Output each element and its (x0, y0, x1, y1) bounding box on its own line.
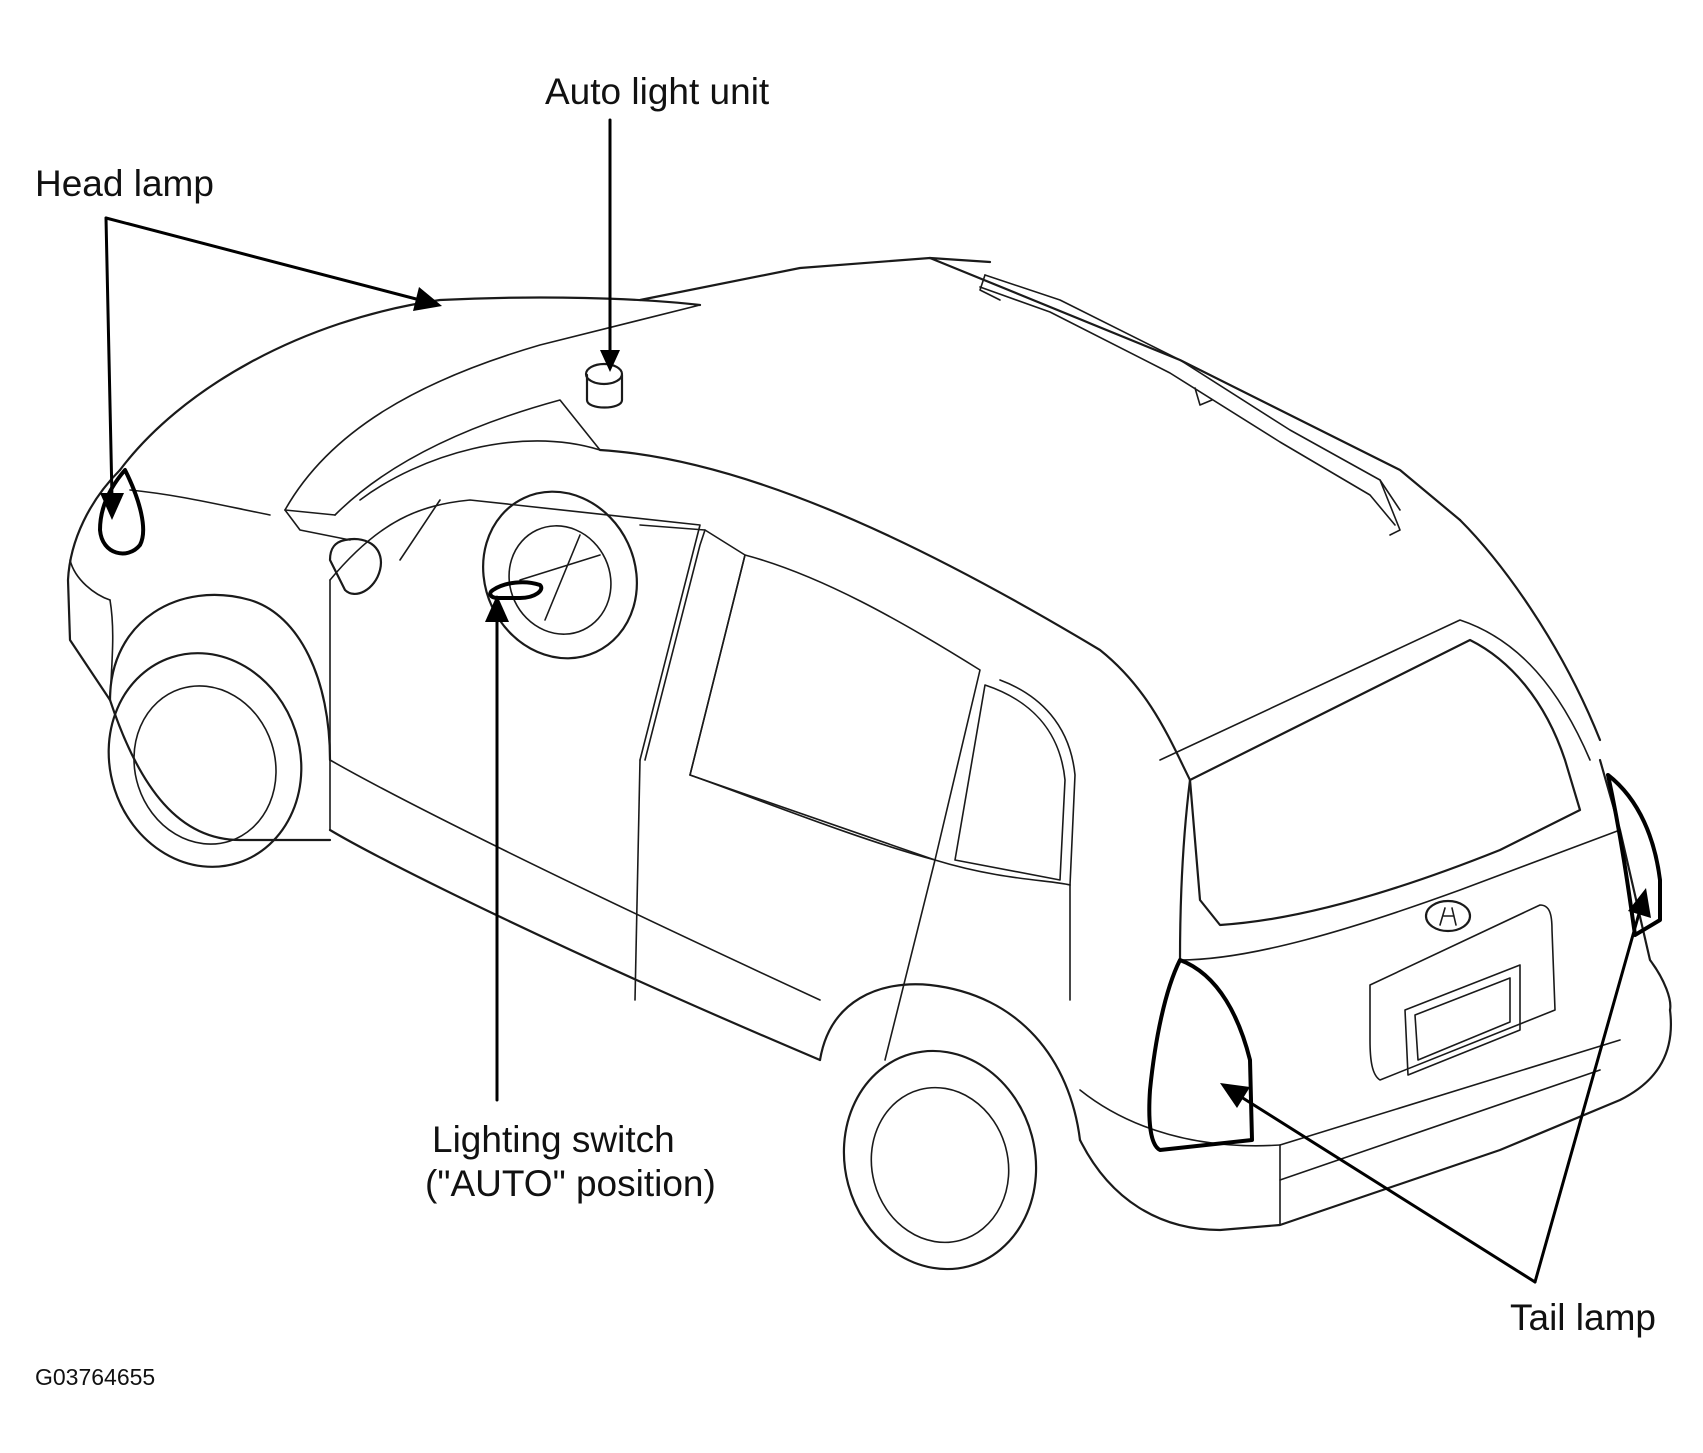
lighting-switch-label: Lighting switch (432, 1119, 675, 1160)
tail-lamp-label: Tail lamp (1510, 1297, 1656, 1338)
tail-lamp-right-shape (1606, 773, 1662, 937)
lighting-switch-leader (485, 595, 509, 1102)
lighting-switch-stalk (488, 580, 544, 600)
auto-light-unit-leader (600, 118, 620, 372)
head-lamp-label: Head lamp (35, 163, 214, 204)
vehicle-outline (66, 256, 1672, 1271)
head-lamp-shape (98, 468, 146, 556)
auto-light-unit-label: Auto light unit (545, 71, 770, 112)
tail-lamp-leaders (1220, 888, 1651, 1284)
figure-id: G03764655 (35, 1364, 156, 1390)
auto-light-unit-icon (584, 362, 624, 409)
lighting-switch-position-label: ("AUTO" position) (425, 1163, 716, 1204)
tail-lamp-left-shape (1147, 958, 1254, 1152)
head-lamp-leaders (100, 216, 442, 520)
